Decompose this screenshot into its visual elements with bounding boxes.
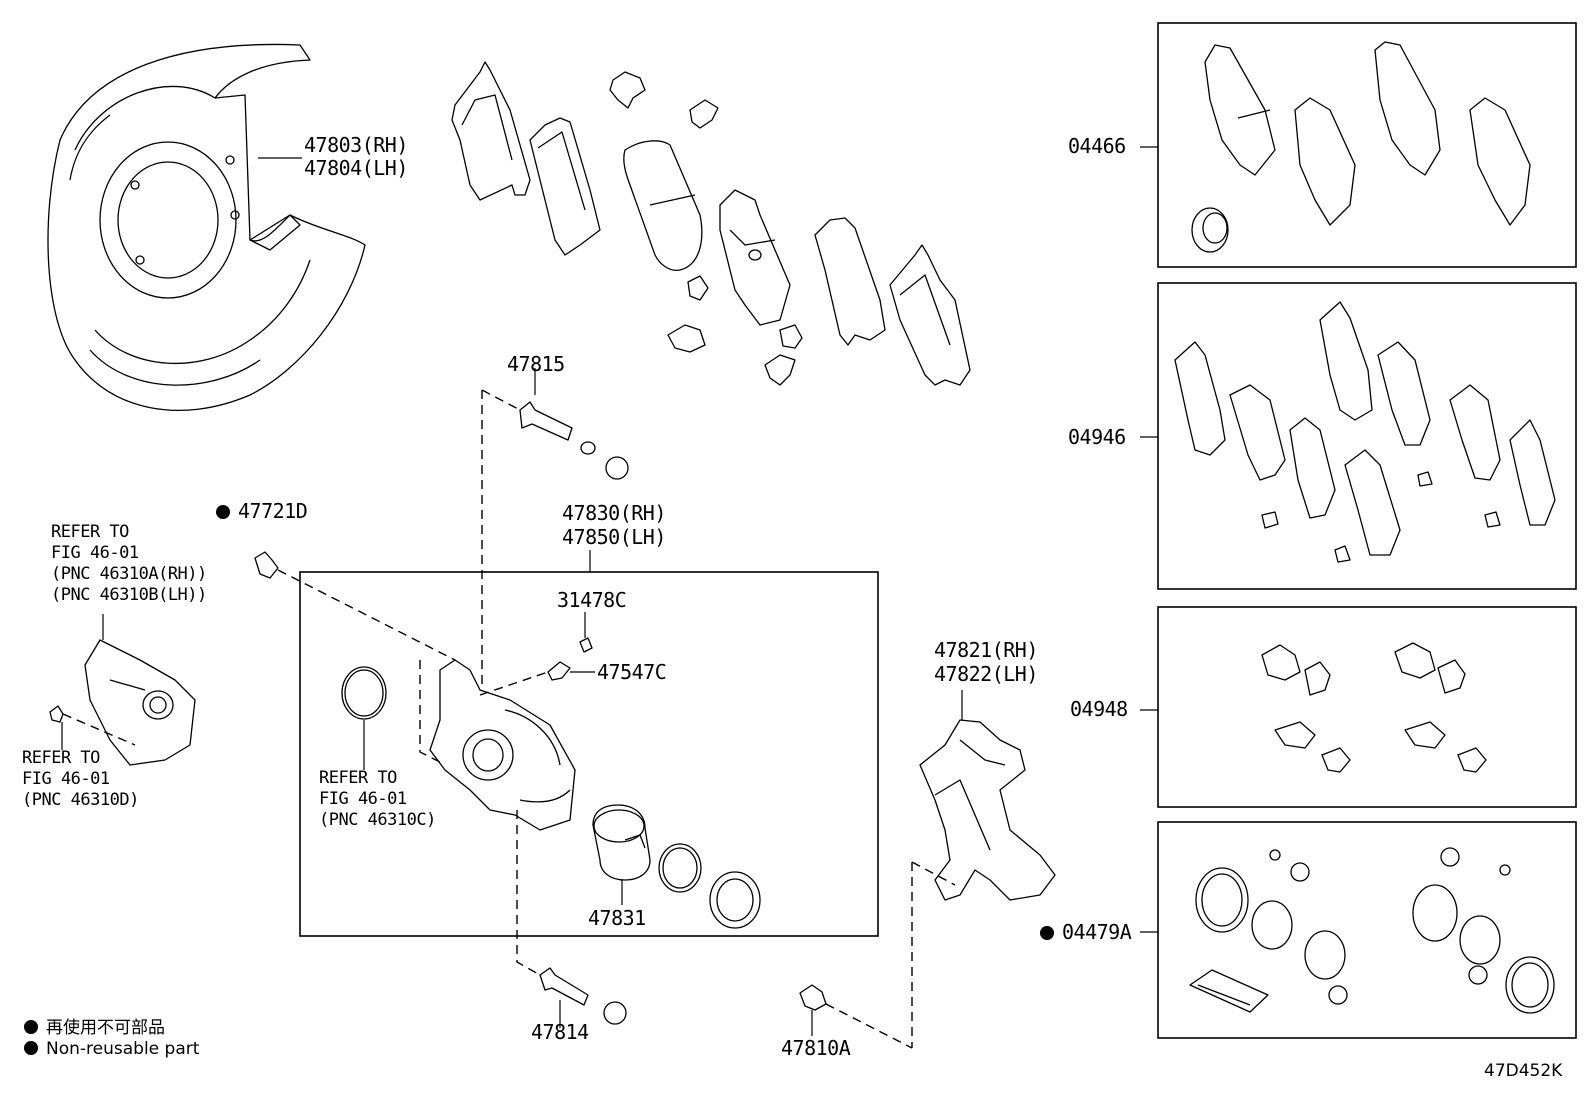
piston-seal — [658, 843, 702, 893]
label-47850-lh: 47850(LH) — [562, 525, 666, 549]
label-refer-lower-1: REFER TO — [22, 748, 100, 768]
label-47810a: 47810A — [781, 1036, 851, 1060]
label-refer-upper-1: REFER TO — [51, 522, 129, 542]
label-refer-upper-3: (PNC 46310A(RH)) — [51, 564, 207, 584]
bolt-46310d — [49, 705, 64, 723]
bleeder-plug-47721d — [254, 551, 279, 579]
figure-code: 47D452K — [1484, 1061, 1563, 1081]
piston-47831 — [592, 804, 651, 881]
piston-boot — [709, 871, 761, 929]
slide-pin-47814 — [539, 967, 627, 1025]
label-refer-mid-2: FIG 46-01 — [319, 789, 407, 809]
label-refer-lower-3: (PNC 46310D) — [22, 790, 139, 810]
label-47814: 47814 — [531, 1020, 589, 1044]
label-47804-lh: 47804(LH) — [304, 156, 408, 180]
label-47721d: 47721D — [216, 499, 308, 523]
label-kit-04948: 04948 — [1070, 697, 1128, 721]
label-47547c: 47547C — [597, 660, 667, 684]
label-kit-04466: 04466 — [1068, 134, 1126, 158]
legend-dot — [24, 1041, 38, 1055]
caliper-seal-ring — [341, 666, 387, 720]
slide-pin-47815 — [519, 401, 629, 480]
kit-box-04946 — [1157, 282, 1577, 590]
label-47821-rh: 47821(RH) — [934, 638, 1038, 662]
kit-04948-clips — [1261, 642, 1487, 773]
caliper-mounting-bracket — [919, 719, 1056, 901]
label-47830-rh: 47830(RH) — [562, 501, 666, 525]
kit-04466-pads — [1191, 41, 1531, 253]
legend-dot — [24, 1020, 38, 1034]
kit-box-04948 — [1157, 606, 1577, 808]
kit-box-04466 — [1157, 22, 1577, 268]
label-kit-04479a: 04479A — [1040, 920, 1132, 944]
non-reusable-dot — [216, 505, 230, 519]
label-47822-lh: 47822(LH) — [934, 662, 1038, 686]
label-refer-lower-2: FIG 46-01 — [22, 769, 110, 789]
non-reusable-dot — [1040, 926, 1054, 940]
caliper-assembly-box — [299, 571, 879, 937]
caliper-body — [429, 659, 576, 831]
bracket-bolt-47810a — [799, 984, 827, 1011]
label-refer-upper-2: FIG 46-01 — [51, 543, 139, 563]
legend-line-english: Non-reusable part — [24, 1039, 199, 1059]
label-47831: 47831 — [588, 906, 646, 930]
kit-04946-shims — [1174, 301, 1556, 563]
label-refer-upper-4: (PNC 46310B(LH)) — [51, 585, 207, 605]
legend-line-japanese: 再使用不可部品 — [24, 1013, 165, 1038]
label-refer-mid-3: (PNC 46310C) — [319, 810, 436, 830]
disc-brake-dust-shield — [47, 43, 366, 412]
kit-04479a-seals — [1189, 847, 1555, 1014]
kit-box-04479a — [1157, 821, 1577, 1039]
bleeder-cap-31478c — [579, 637, 593, 653]
label-47803-rh: 47803(RH) — [304, 133, 408, 157]
caliper-ref-46310 — [84, 639, 196, 766]
label-kit-04946: 04946 — [1068, 425, 1126, 449]
label-refer-mid-1: REFER TO — [319, 768, 397, 788]
label-31478c: 31478C — [557, 588, 627, 612]
label-47815: 47815 — [507, 352, 565, 376]
bleeder-plug-47547c — [547, 661, 571, 681]
pad-and-shim-strip — [451, 61, 971, 386]
